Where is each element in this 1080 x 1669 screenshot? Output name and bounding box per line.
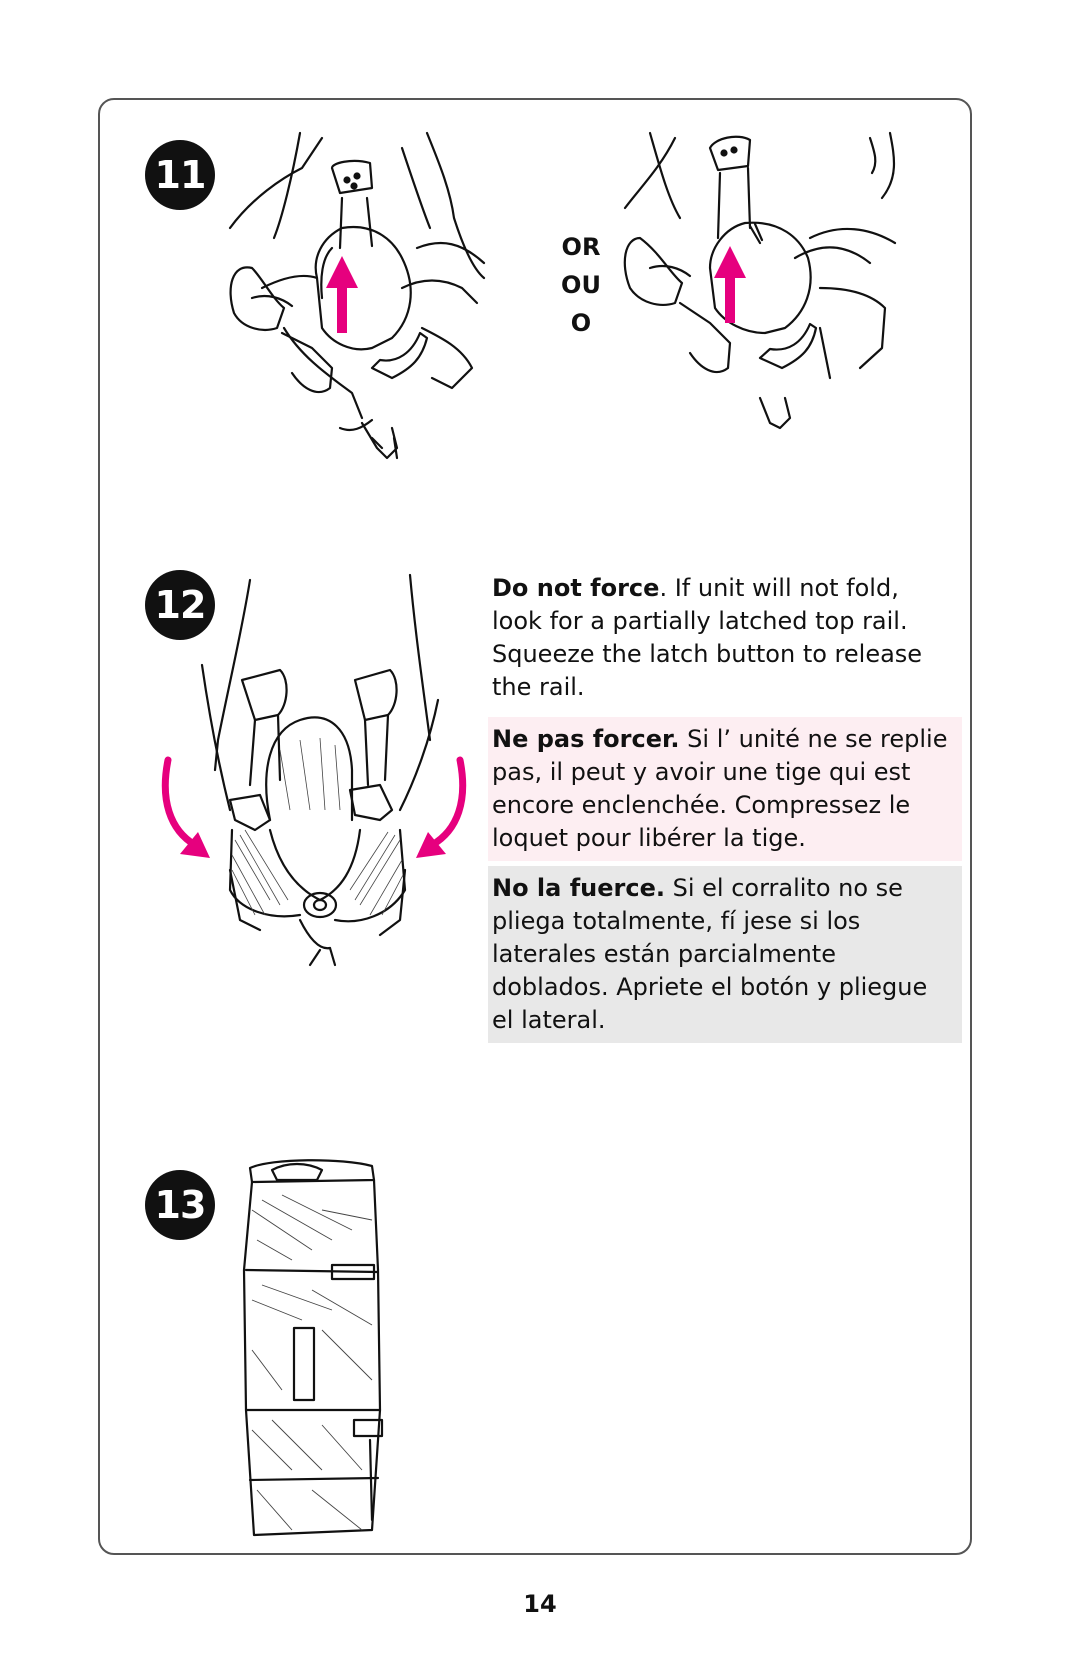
instruction-french: Ne pas forcer. Si l’ unité ne se replie … bbox=[488, 717, 962, 861]
step-number-13: 13 bbox=[145, 1170, 215, 1240]
up-arrow-icon bbox=[326, 256, 358, 333]
step-11-illustration-left bbox=[228, 131, 486, 460]
page-frame bbox=[98, 98, 972, 1555]
step-number-11: 11 bbox=[145, 140, 215, 210]
or-label-block: OR OU O bbox=[548, 228, 614, 342]
or-label-en: OR bbox=[561, 233, 601, 261]
page-number: 14 bbox=[523, 1590, 557, 1618]
step-number-12: 12 bbox=[145, 570, 215, 640]
step-11-illustration-right bbox=[623, 131, 897, 430]
instruction-spanish-text: Si el corralito no se pliega totalmente,… bbox=[492, 874, 928, 1034]
step-12-illustration bbox=[161, 573, 467, 967]
or-label-fr: OU bbox=[561, 271, 601, 299]
instruction-english-text: . If unit will not fold, look for a part… bbox=[492, 574, 923, 701]
instruction-english: Do not force. If unit will not fold, loo… bbox=[488, 566, 962, 710]
or-label-es: O bbox=[570, 309, 592, 337]
instruction-english-bold: Do not force bbox=[492, 574, 660, 602]
instruction-french-text: Si l’ unité ne se replie pas, il peut y … bbox=[492, 725, 948, 852]
instruction-spanish: No la fuerce. Si el corralito no se plie… bbox=[488, 866, 962, 1043]
curved-arrow-icon bbox=[428, 756, 467, 849]
step-13-illustration bbox=[242, 1159, 384, 1537]
curved-arrow-icon bbox=[161, 756, 199, 849]
instruction-french-bold: Ne pas forcer. bbox=[492, 725, 680, 753]
instruction-spanish-bold: No la fuerce. bbox=[492, 874, 665, 902]
up-arrow-icon bbox=[714, 246, 746, 323]
